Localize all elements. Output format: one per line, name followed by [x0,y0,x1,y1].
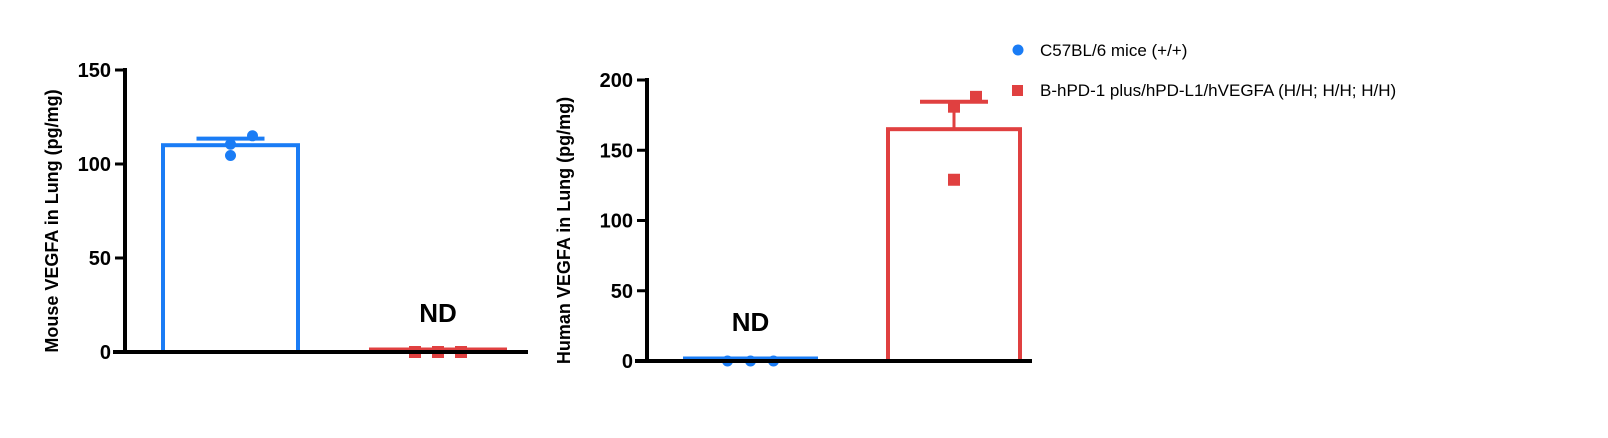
legend-label-wt: C57BL/6 mice (+/+) [1040,41,1187,60]
y-tick-label: 100 [78,154,111,176]
y-axis-label: Mouse VEGFA in Lung (pg/mg) [42,89,62,352]
legend: C57BL/6 mice (+/+) B-hPD-1 plus/hPD-L1/h… [1012,41,1396,100]
chart-panel-1: Mouse VEGFA in Lung (pg/mg) ND 0 50 100 150 [42,60,528,364]
y-tick-label: 200 [600,70,633,92]
data-point [948,100,960,113]
bar [886,127,1022,363]
legend-label-hum: B-hPD-1 plus/hPD-L1/hVEGFA (H/H; H/H; H/… [1040,81,1396,100]
data-point [948,173,960,186]
y-tick-label: 50 [89,248,111,270]
bar [161,143,300,354]
nd-annotation: ND [732,307,770,337]
y-axis-label: Human VEGFA in Lung (pg/mg) [554,97,574,364]
legend-marker-hum [1012,85,1023,96]
y-tick-label: 100 [600,211,633,233]
nd-annotation: ND [419,298,457,328]
data-point [225,150,236,162]
data-point [225,138,236,150]
y-tick-label: 50 [611,281,633,303]
legend-marker-wt [1012,44,1024,56]
y-tick-label: 0 [100,342,111,364]
data-point [970,90,982,103]
data-point [247,130,258,142]
y-tick-label: 0 [622,351,633,373]
y-tick-label: 150 [600,140,633,162]
chart-panel-2: Human VEGFA in Lung (pg/mg) ND 0 50 100 150 20… [554,70,1032,373]
y-tick-label: 150 [78,60,111,82]
